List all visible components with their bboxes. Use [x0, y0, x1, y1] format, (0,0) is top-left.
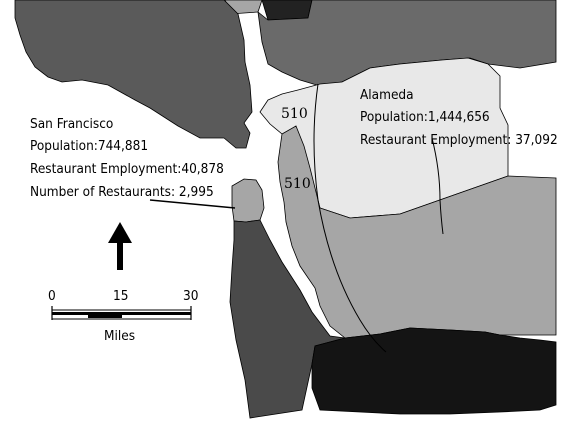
- scale-unit: Miles: [104, 328, 136, 344]
- sf-name: San Francisco: [30, 116, 114, 132]
- alameda-population: Population:1,444,656: [360, 109, 490, 125]
- scale-tick-30: 30: [183, 288, 199, 304]
- scale-bar: [51, 306, 192, 320]
- sf-restaurant-employment: Restaurant Employment:40,878: [30, 161, 224, 177]
- sf-leader-line: [149, 199, 236, 209]
- alameda-name: Alameda: [360, 87, 414, 103]
- region-south-black: [311, 327, 557, 415]
- region-marin: [14, 0, 253, 149]
- north-arrow-icon: [108, 222, 132, 270]
- highway-label-top: 510: [281, 106, 308, 122]
- region-san-francisco: [231, 178, 265, 223]
- highway-line-east: [431, 137, 444, 235]
- alameda-restaurant-employment: Restaurant Employment: 37,092: [360, 132, 558, 148]
- scale-tick-15: 15: [113, 288, 129, 304]
- region-top-dark-patch: [261, 0, 313, 21]
- highway-label-lower: 510: [284, 176, 311, 192]
- scale-tick-0: 0: [48, 288, 56, 304]
- sf-restaurant-count: Number of Restaurants: 2,995: [30, 184, 214, 200]
- highway-line-west: [313, 83, 387, 353]
- sf-population: Population:744,881: [30, 138, 149, 154]
